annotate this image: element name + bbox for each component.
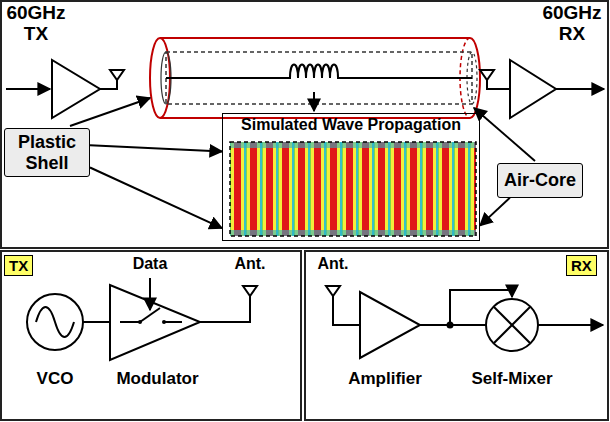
rx-antenna: [326, 286, 340, 296]
rx-panel: [305, 251, 608, 420]
modulator-symbol: [110, 285, 200, 360]
leader-arrow: [313, 92, 315, 111]
callout-box: Plastic Shell: [4, 128, 90, 177]
input-arrow: [6, 88, 50, 90]
part-name: VCO: [15, 370, 95, 389]
leader-arrow: [90, 145, 222, 151]
rx-antenna: [480, 70, 494, 80]
block-title: 60GHz RX: [536, 3, 608, 45]
switch: [140, 308, 160, 322]
top-panel: [1, 1, 608, 248]
mixer-cross: [494, 307, 530, 343]
part-name: Modulator: [95, 370, 220, 389]
tx-amplifier: [52, 60, 100, 118]
antenna-label: Ant.: [222, 255, 278, 273]
node-text: TX: [9, 257, 28, 274]
wire: [100, 80, 117, 89]
mixer-cross: [494, 307, 530, 343]
panel-tag: RX: [566, 255, 597, 276]
amplifier-symbol: [360, 292, 420, 358]
signal-name: Data: [120, 255, 180, 273]
air-core: [166, 52, 472, 104]
node-text: Simulated Wave Propagation: [225, 116, 477, 134]
tx-panel: [1, 251, 301, 420]
leader-arrow: [480, 198, 510, 226]
wave-edge: [230, 142, 476, 148]
part-name: Amplifier: [330, 370, 440, 389]
sine: [36, 307, 74, 337]
tx-antenna: [110, 70, 124, 80]
leader-arrow: [474, 108, 535, 161]
node-text: Plastic Shell: [7, 132, 87, 173]
antenna-label: Ant.: [305, 255, 361, 273]
mixer-symbol: [486, 299, 538, 351]
wave-frame: [230, 142, 476, 236]
wave-image: [230, 142, 476, 236]
tube-top: [160, 37, 470, 39]
node-text: Air-Core: [504, 170, 576, 191]
switch-contact: [138, 320, 142, 324]
wire: [487, 80, 510, 89]
data-arrow: [149, 278, 151, 310]
simulation-box: Simulated Wave Propagation: [222, 113, 480, 241]
wire: [83, 321, 110, 323]
leader-arrow: [90, 168, 222, 229]
switch: [120, 321, 140, 323]
wave-edge: [230, 230, 476, 236]
part-name: Self-Mixer: [452, 370, 572, 389]
wire: [200, 296, 250, 322]
rx-amplifier: [510, 60, 556, 118]
output-arrow: [538, 324, 603, 326]
tx-antenna: [243, 286, 257, 296]
switch: [164, 321, 182, 323]
leader-arrow: [70, 98, 150, 126]
output-arrow: [556, 88, 604, 90]
coil-wire: [166, 65, 472, 79]
switch-contact: [162, 320, 166, 324]
node-text: RX: [571, 257, 592, 274]
vco-symbol: [27, 294, 83, 350]
wire: [333, 296, 360, 325]
panel-tag: TX: [4, 255, 33, 276]
callout-box: Air-Core: [497, 163, 583, 198]
block-title: 60GHz TX: [0, 3, 72, 45]
